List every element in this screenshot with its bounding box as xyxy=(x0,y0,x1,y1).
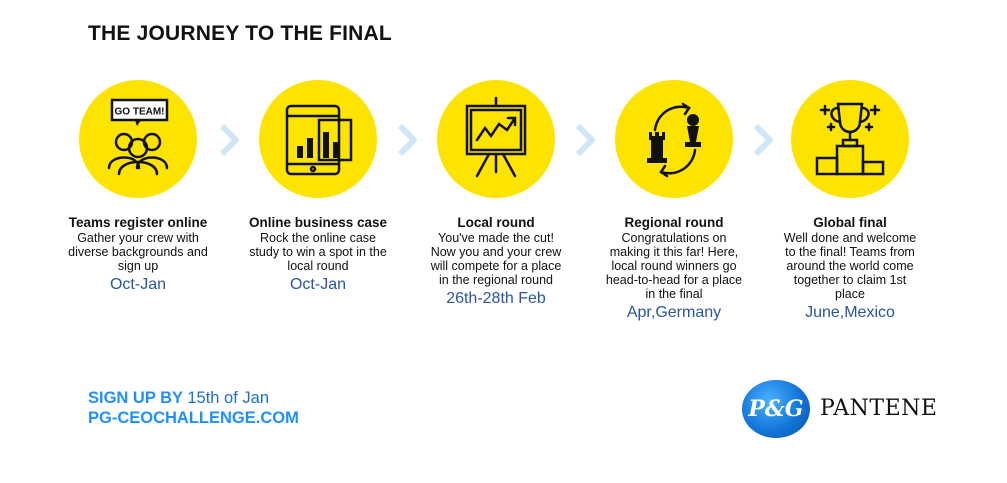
stage-circle xyxy=(259,80,377,198)
stage-date: June,Mexico xyxy=(805,304,895,321)
signup-label: SIGN UP BY xyxy=(88,389,183,407)
page-title: THE JOURNEY TO THE FINAL xyxy=(88,22,392,45)
stage-description: Congratulations on making it this far! H… xyxy=(605,231,743,301)
stage-date: Oct-Jan xyxy=(289,276,346,293)
pantene-logo: PANTENE xyxy=(820,396,938,421)
tablet-chart-icon xyxy=(285,104,353,176)
trophy-podium-icon xyxy=(815,102,885,176)
stage-title: Local round xyxy=(457,215,535,230)
stage-business-case: Online business case Rock the online cas… xyxy=(228,80,408,294)
pg-logo: P&G xyxy=(742,380,810,438)
stage-circle xyxy=(615,80,733,198)
stage-title: Online business case xyxy=(248,215,388,230)
chevron-right-icon xyxy=(753,123,773,157)
chevron-right-icon xyxy=(575,123,595,157)
stage-title: Teams register online xyxy=(68,215,208,230)
stage-regional-round: Regional round Congratulations on making… xyxy=(584,80,764,322)
stage-date: 26th-28th Feb xyxy=(446,290,546,307)
signup-url-link[interactable]: PG-CEOCHALLENGE.COM xyxy=(88,409,299,427)
signup-date: 15th of Jan xyxy=(187,389,270,407)
chevron-right-icon xyxy=(397,123,417,157)
stage-description: Well done and welcome to the final! Team… xyxy=(783,231,917,301)
stage-global-final: Global final Well done and welcome to th… xyxy=(760,80,940,322)
stage-register: GO TEAM! Teams register online Gather yo… xyxy=(48,80,228,294)
stage-date: Apr,Germany xyxy=(626,304,722,321)
stage-date: Oct-Jan xyxy=(109,276,166,293)
presentation-board-icon xyxy=(465,96,527,178)
stage-local-round: Local round You've made the cut! Now you… xyxy=(406,80,586,308)
chess-pieces-icon xyxy=(647,102,701,178)
team-icon: GO TEAM! xyxy=(107,98,169,176)
stage-description: Gather your crew with diverse background… xyxy=(68,231,208,273)
stage-circle xyxy=(437,80,555,198)
stage-title: Global final xyxy=(813,215,887,230)
stage-description: You've made the cut! Now you and your cr… xyxy=(430,231,562,287)
go-team-badge: GO TEAM! xyxy=(115,107,165,118)
stage-circle: GO TEAM! xyxy=(79,80,197,198)
stage-title: Regional round xyxy=(624,215,724,230)
signup-block: SIGN UP BY 15th of Jan PG-CEOCHALLENGE.C… xyxy=(88,388,299,428)
chevron-right-icon xyxy=(219,123,239,157)
stage-description: Rock the online case study to win a spot… xyxy=(249,231,387,273)
stage-circle xyxy=(791,80,909,198)
